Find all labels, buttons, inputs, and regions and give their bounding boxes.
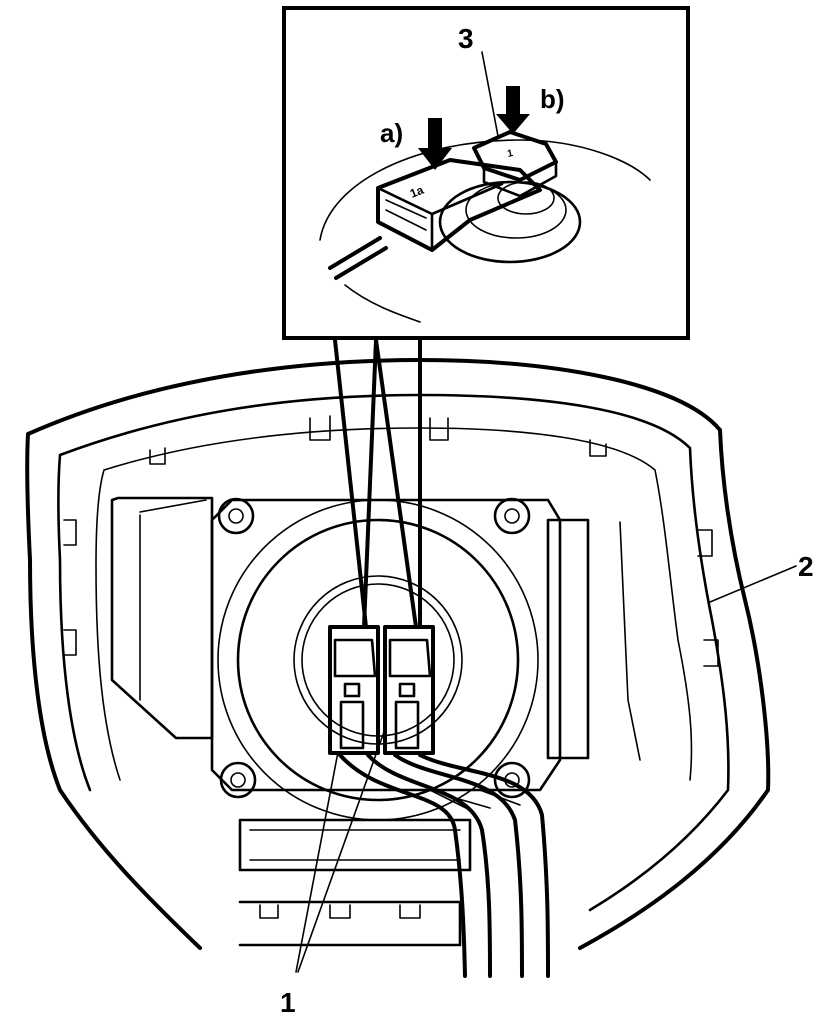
callout-1: 1: [280, 987, 296, 1018]
wire-harness-detail: [429, 789, 521, 811]
callout-2: 2: [798, 551, 814, 582]
mounting-plate: [210, 498, 562, 792]
module-inner-outline: [57, 393, 730, 912]
inset-detail: 1 1a: [282, 6, 690, 340]
bolt-bottom-left: [219, 761, 257, 799]
mounting-bolts: [217, 497, 531, 799]
arrow-b: [496, 86, 530, 134]
callout-1-leaders: [295, 731, 385, 973]
bolt-top-right: [493, 497, 531, 535]
connectors: [328, 625, 550, 978]
connector-marking-front: 1a: [408, 183, 426, 201]
right-pad: [546, 518, 590, 760]
callout-2-leader: [709, 565, 797, 603]
inset-connector: [376, 158, 542, 252]
callout-3-leader: [481, 51, 499, 137]
inset-lock-clip: 1: [472, 130, 558, 198]
wire-harness: [338, 753, 550, 978]
bottom-plate: [238, 900, 462, 947]
left-pad: [110, 496, 214, 740]
connector-left: [328, 625, 380, 755]
inset-wire: [328, 236, 388, 280]
lower-plate-inner: [249, 829, 461, 861]
lower-plate: [238, 818, 472, 872]
inset-leader-lines: [333, 338, 422, 629]
bottom-plate-notches: [259, 904, 421, 919]
label-step-b: b): [540, 84, 565, 114]
airbag-module: [25, 358, 771, 950]
inset-hub-arc-lower: [344, 284, 421, 323]
arrow-a: [418, 118, 452, 170]
module-top-notches: [149, 415, 607, 465]
callout-3: 3: [458, 23, 474, 54]
connector-marking-top: 1: [506, 148, 514, 160]
right-pad-edge: [619, 521, 641, 761]
label-step-a: a): [380, 118, 403, 148]
bolt-top-left: [217, 497, 255, 535]
connector-right: [383, 625, 435, 755]
module-side-notches: [63, 519, 719, 667]
left-pad-inner: [139, 499, 207, 701]
